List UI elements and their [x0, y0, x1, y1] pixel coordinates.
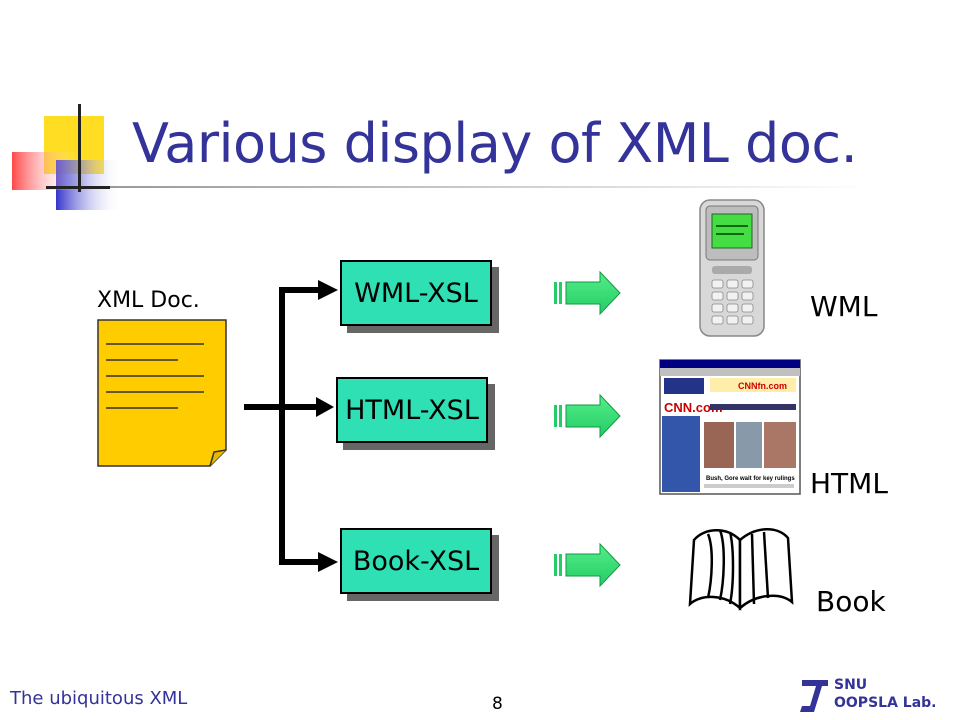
connector-lines [244, 287, 320, 565]
output-wml-label: WML [810, 290, 878, 323]
browser-brand: CNN.com [664, 400, 723, 415]
block-arrow-wml [554, 270, 621, 316]
output-html-label: HTML [810, 467, 888, 500]
xml-doc-label: XML Doc. [97, 288, 200, 313]
block-arrow-html [554, 393, 621, 439]
wml-xsl-box: WML-XSL [340, 260, 492, 326]
lab-name: SNU OOPSLA Lab. [834, 676, 936, 712]
corner-decoration [12, 104, 870, 210]
footer-title: The ubiquitous XML [10, 688, 188, 709]
browser-caption: Bush, Gore wait for key rulings [706, 476, 795, 482]
web-browser-icon: CNNfn.com CNN.com Bush, Gore wait for ke… [659, 359, 801, 495]
page-number: 8 [492, 694, 503, 714]
snu-logo-icon [800, 680, 828, 712]
xml-document-icon [97, 319, 227, 467]
slide-title: Various display of XML doc. [132, 112, 858, 175]
block-arrow-book [554, 542, 621, 588]
lab-line-1: SNU [834, 677, 868, 693]
open-book-icon [688, 528, 794, 611]
connector-arrowheads [316, 280, 338, 572]
output-book-label: Book [816, 585, 886, 618]
html-xsl-box: HTML-XSL [336, 377, 488, 443]
mobile-phone-icon [699, 199, 765, 337]
svg-text:CNNfn.com: CNNfn.com [738, 381, 787, 391]
lab-line-2: OOPSLA Lab. [834, 695, 937, 711]
book-xsl-box: Book-XSL [340, 528, 492, 594]
